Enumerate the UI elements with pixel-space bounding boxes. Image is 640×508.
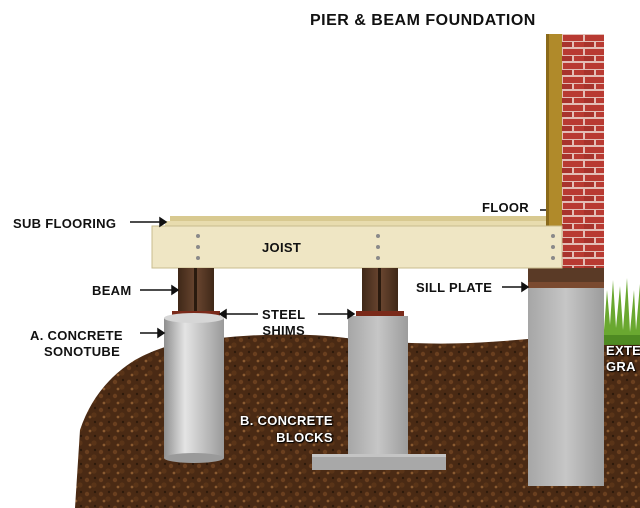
label-beam: BEAM <box>92 283 132 298</box>
steel-shim-b <box>356 311 404 316</box>
wall-trim <box>546 34 562 268</box>
label-concrete-blocks: B. CONCRETE BLOCKS <box>240 412 333 446</box>
concrete-sonotube <box>164 318 224 458</box>
sill-plate <box>528 268 604 282</box>
label-steel-shims: STEEL SHIMS <box>262 307 305 339</box>
label-floor: FLOOR <box>482 200 529 215</box>
concrete-blocks <box>348 316 408 454</box>
label-concrete-sonotube-line-1: A. CONCRETE <box>30 328 123 343</box>
label-concrete-sonotube: A. CONCRETE SONOTUBE <box>30 328 123 360</box>
joist <box>151 225 563 269</box>
concrete-footing <box>312 454 446 470</box>
brick-wall <box>562 34 604 284</box>
sub-flooring <box>170 216 546 221</box>
page-title: PIER & BEAM FOUNDATION <box>310 12 536 29</box>
label-concrete-sonotube-line-2: SONOTUBE <box>44 344 121 359</box>
label-exterior-grade-line-1: EXTE <box>606 343 640 358</box>
label-steel-shims-line-1: STEEL <box>262 307 306 322</box>
label-concrete-blocks-line-2: BLOCKS <box>276 430 333 445</box>
label-sub-flooring: SUB FLOORING <box>13 216 117 231</box>
grass <box>604 278 640 345</box>
label-joist: JOIST <box>262 240 302 255</box>
label-exterior-grade: EXTE GRA <box>606 343 640 375</box>
label-sill-plate: SILL PLATE <box>416 280 493 295</box>
leader-lines <box>130 209 546 339</box>
label-steel-shims-line-2: SHIMS <box>262 323 306 338</box>
joist-bolts <box>196 234 555 260</box>
perimeter-foundation-wall <box>528 286 604 486</box>
label-exterior-grade-line-2: GRA <box>606 359 636 374</box>
label-concrete-blocks-line-1: B. CONCRETE <box>240 413 333 428</box>
